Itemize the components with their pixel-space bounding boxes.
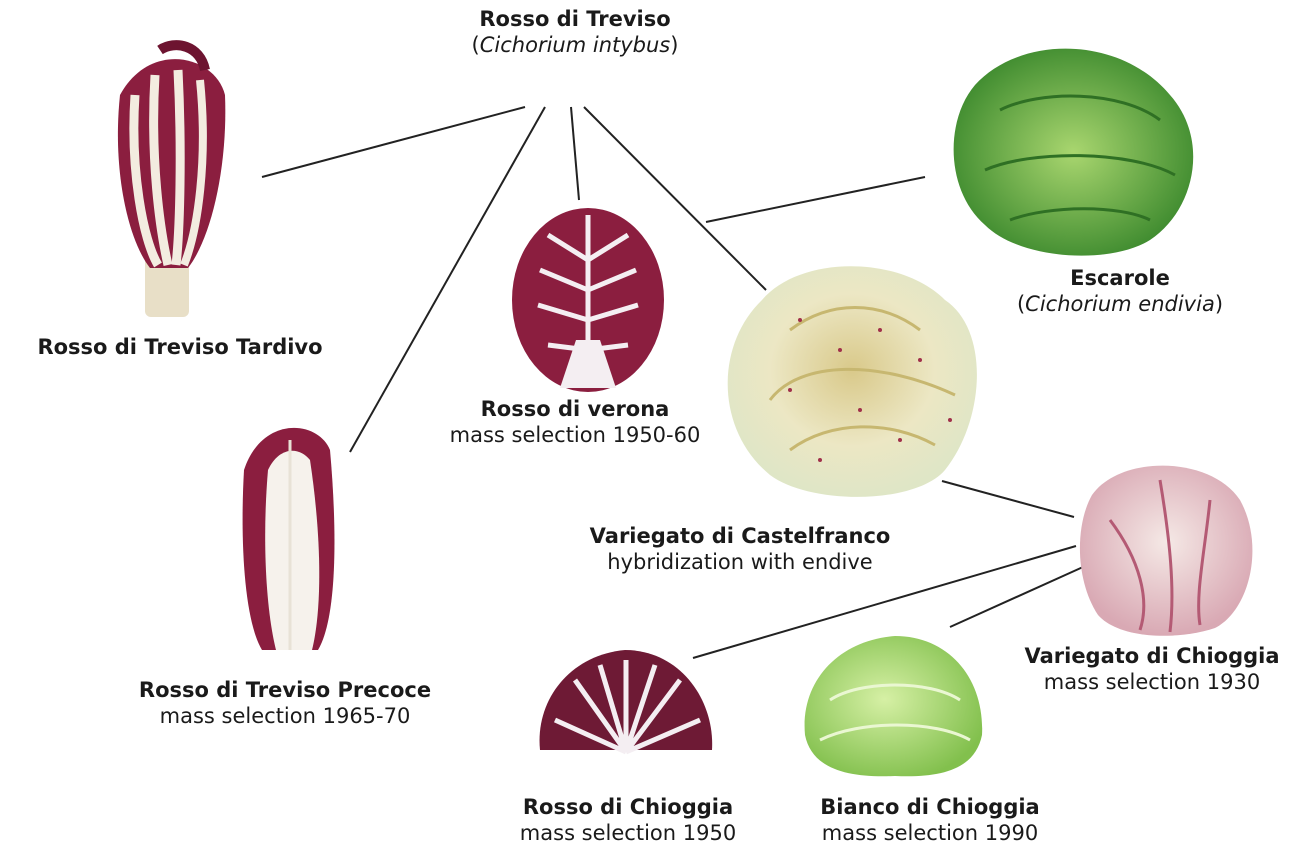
variegato-chioggia-name: Variegato di Chioggia [1000,643,1304,669]
escarole-name: Escarole [985,265,1255,291]
escarole-scientific-name: Cichorium endivia [1025,292,1215,316]
precoce-label: Rosso di Treviso Precoce mass selection … [100,677,470,730]
bianco-chioggia-note: mass selection 1990 [780,820,1080,846]
tardivo-name: Rosso di Treviso Tardivo [0,334,360,360]
variegato-chioggia-image [1080,466,1252,636]
verona-label: Rosso di verona mass selection 1950-60 [410,396,740,449]
rosso-chioggia-image [540,650,713,752]
castelfranco-note: hybridization with endive [550,549,930,575]
bianco-chioggia-label: Bianco di Chioggia mass selection 1990 [780,794,1080,847]
rosso-chioggia-label: Rosso di Chioggia mass selection 1950 [478,794,778,847]
variegato-chioggia-label: Variegato di Chioggia mass selection 193… [1000,643,1304,696]
root-scientific: (Cichorium intybus) [425,32,725,58]
escarole-scientific: (Cichorium endivia) [985,291,1255,317]
link-escarole-castelfranco [706,177,925,222]
tardivo-label: Rosso di Treviso Tardivo [0,334,360,360]
escarole-label: Escarole (Cichorium endivia) [985,265,1255,318]
tardivo-image [118,45,225,317]
verona-image [512,208,664,392]
verona-name: Rosso di verona [410,396,740,422]
link-root-verona [571,107,579,200]
escarole-image [954,49,1194,256]
link-root-tardivo [262,107,525,177]
verona-note: mass selection 1950-60 [410,422,740,448]
castelfranco-image [728,266,977,497]
link-castelfranco-variegato [942,481,1074,517]
rosso-chioggia-note: mass selection 1950 [478,820,778,846]
castelfranco-name: Variegato di Castelfranco [550,523,930,549]
precoce-name: Rosso di Treviso Precoce [100,677,470,703]
root-label: Rosso di Treviso (Cichorium intybus) [425,6,725,59]
root-scientific-name: Cichorium intybus [480,33,671,57]
bianco-chioggia-name: Bianco di Chioggia [780,794,1080,820]
castelfranco-label: Variegato di Castelfranco hybridization … [550,523,930,576]
bianco-chioggia-image [805,636,983,776]
precoce-image [243,428,335,650]
root-name: Rosso di Treviso [425,6,725,32]
variegato-chioggia-note: mass selection 1930 [1000,669,1304,695]
rosso-chioggia-name: Rosso di Chioggia [478,794,778,820]
precoce-note: mass selection 1965-70 [100,703,470,729]
